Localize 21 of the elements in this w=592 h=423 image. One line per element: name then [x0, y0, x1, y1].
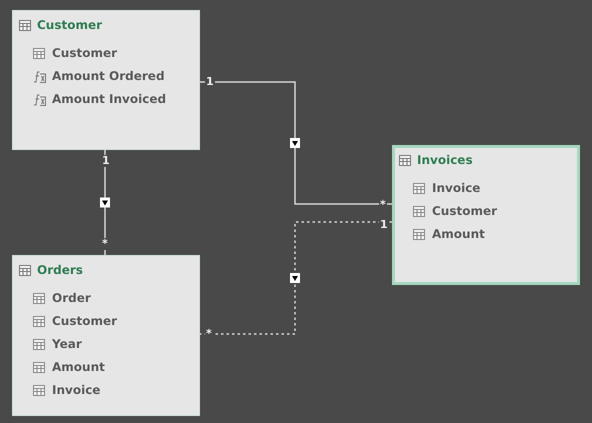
field-name: Amount Invoiced [52, 92, 166, 106]
table-title: Customer [37, 18, 102, 32]
field-name: Invoice [52, 383, 100, 397]
cardinality-label: 1 [205, 76, 215, 88]
field-name: Customer [52, 314, 118, 328]
table-title: Orders [37, 263, 83, 277]
field-name: Customer [52, 46, 118, 60]
table-card [12, 10, 200, 150]
table-card [392, 145, 580, 285]
field-name: Order [52, 291, 91, 305]
cardinality-label: * [101, 238, 109, 250]
cardinality-label: 1 [101, 155, 111, 167]
field-name: Amount [432, 227, 485, 241]
field-name: Amount Ordered [52, 69, 165, 83]
cardinality-label: 1 [379, 219, 389, 231]
field-name: Amount [52, 360, 105, 374]
field-name: Year [52, 337, 82, 351]
table-card [12, 255, 200, 416]
table-title: Invoices [417, 153, 473, 167]
field-name: Customer [432, 204, 498, 218]
field-name: Invoice [432, 181, 480, 195]
